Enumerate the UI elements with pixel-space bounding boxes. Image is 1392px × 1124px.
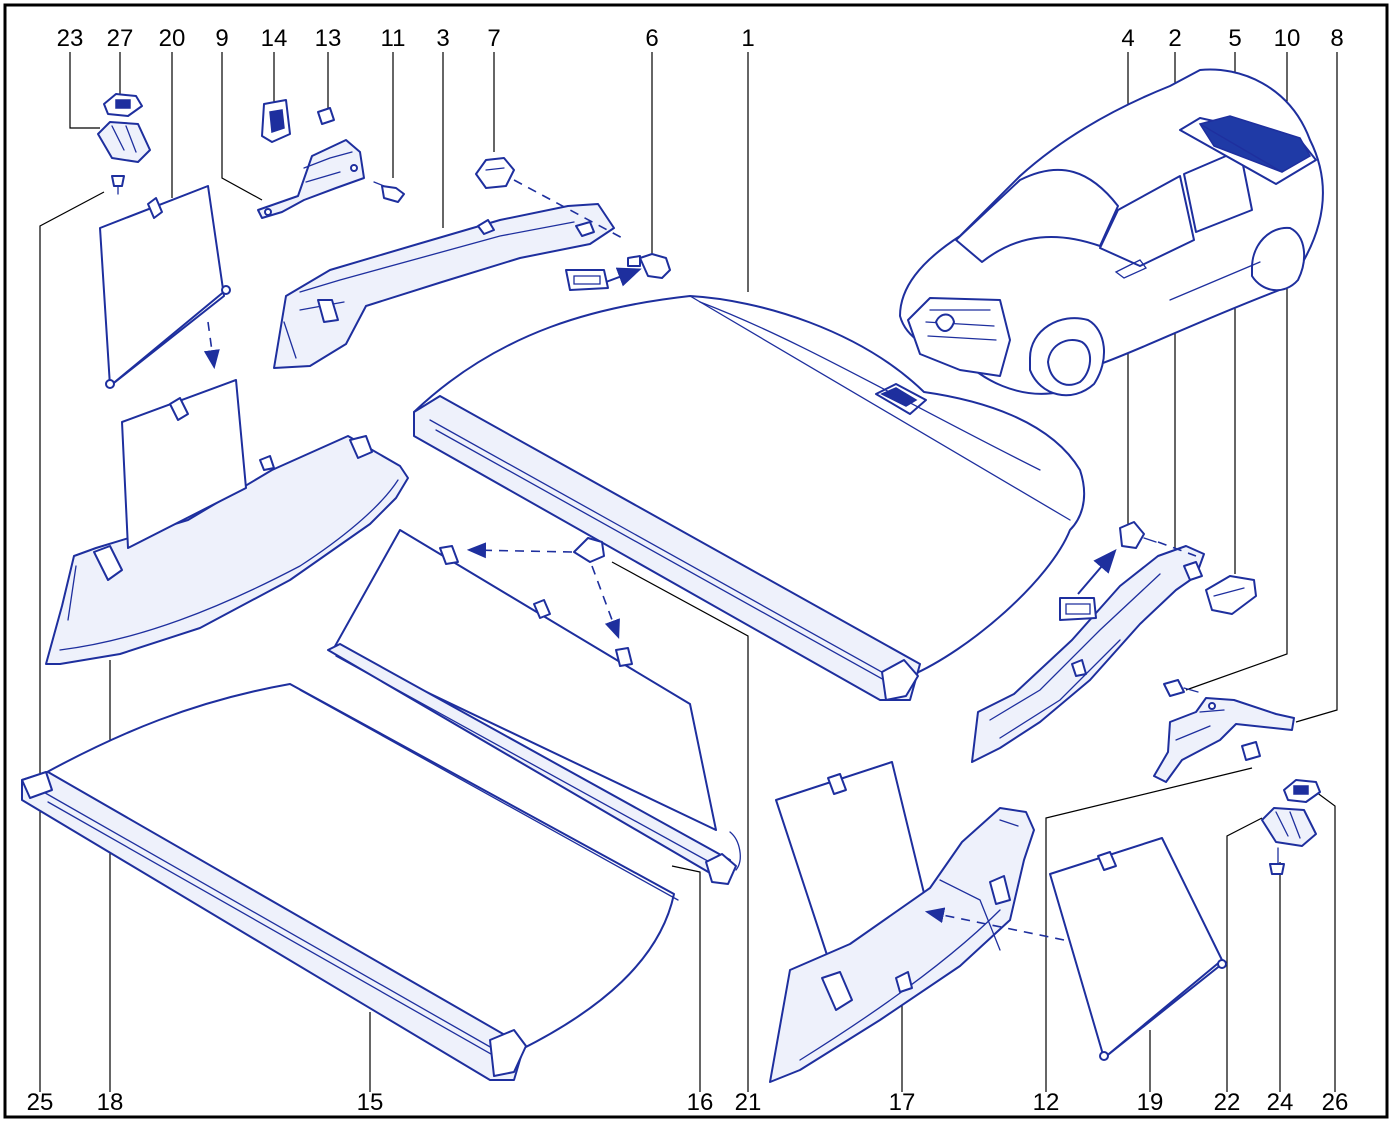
callout-5: 5 (1228, 25, 1241, 52)
callout-14: 14 (261, 25, 288, 52)
clip-21 (466, 537, 620, 639)
callout-9: 9 (215, 25, 228, 52)
callout-4: 4 (1121, 25, 1134, 52)
bolt-4-clip-5 (1059, 521, 1257, 621)
callouts-top: 23 27 20 9 14 13 11 3 7 6 1 4 2 5 10 8 (57, 25, 1344, 52)
callout-17: 17 (889, 1089, 916, 1116)
callout-2: 2 (1168, 25, 1181, 52)
screw (111, 175, 125, 187)
vehicle-illustration (899, 68, 1324, 397)
bracket-10-8 (1153, 679, 1295, 783)
callout-10: 10 (1274, 25, 1301, 52)
callout-15: 15 (357, 1089, 384, 1116)
luggage-cover-1 (413, 295, 1086, 701)
callout-25: 25 (27, 1089, 54, 1116)
callout-13: 13 (315, 25, 342, 52)
callout-21: 21 (735, 1089, 762, 1116)
callout-22: 22 (1214, 1089, 1241, 1116)
callout-20: 20 (159, 25, 186, 52)
lower-trim-18 (45, 379, 409, 665)
callout-11: 11 (381, 25, 406, 52)
callout-7: 7 (487, 25, 500, 52)
clip-bracket-top-left (97, 93, 151, 195)
roller-blind-16 (327, 529, 741, 885)
upper-trim-3 (273, 203, 615, 369)
roller-blind-20 (99, 185, 231, 389)
callout-1: 1 (741, 25, 754, 52)
callout-12: 12 (1033, 1089, 1060, 1116)
callout-18: 18 (97, 1089, 124, 1116)
luggage-cover-15 (21, 683, 679, 1081)
callout-23: 23 (57, 25, 84, 52)
callout-6: 6 (645, 25, 658, 52)
callout-27: 27 (107, 25, 134, 52)
clip-7-bolt-6 (475, 157, 671, 291)
callout-24: 24 (1267, 1089, 1294, 1116)
callouts-bottom: 25 18 15 16 21 17 12 19 22 24 26 (27, 1089, 1349, 1116)
window-highlight-icon (1198, 115, 1312, 173)
upper-trim-2 (971, 545, 1205, 763)
callout-19: 19 (1137, 1089, 1164, 1116)
callout-8: 8 (1330, 25, 1343, 52)
callout-3: 3 (436, 25, 449, 52)
lower-trim-17 (769, 761, 1035, 1083)
roller-blind-19 (924, 837, 1227, 1061)
clip-bracket-bottom-right (1261, 779, 1321, 875)
callout-26: 26 (1322, 1089, 1349, 1116)
bracket-set-9 (257, 99, 405, 219)
bracket (97, 121, 151, 163)
callout-16: 16 (687, 1089, 714, 1116)
